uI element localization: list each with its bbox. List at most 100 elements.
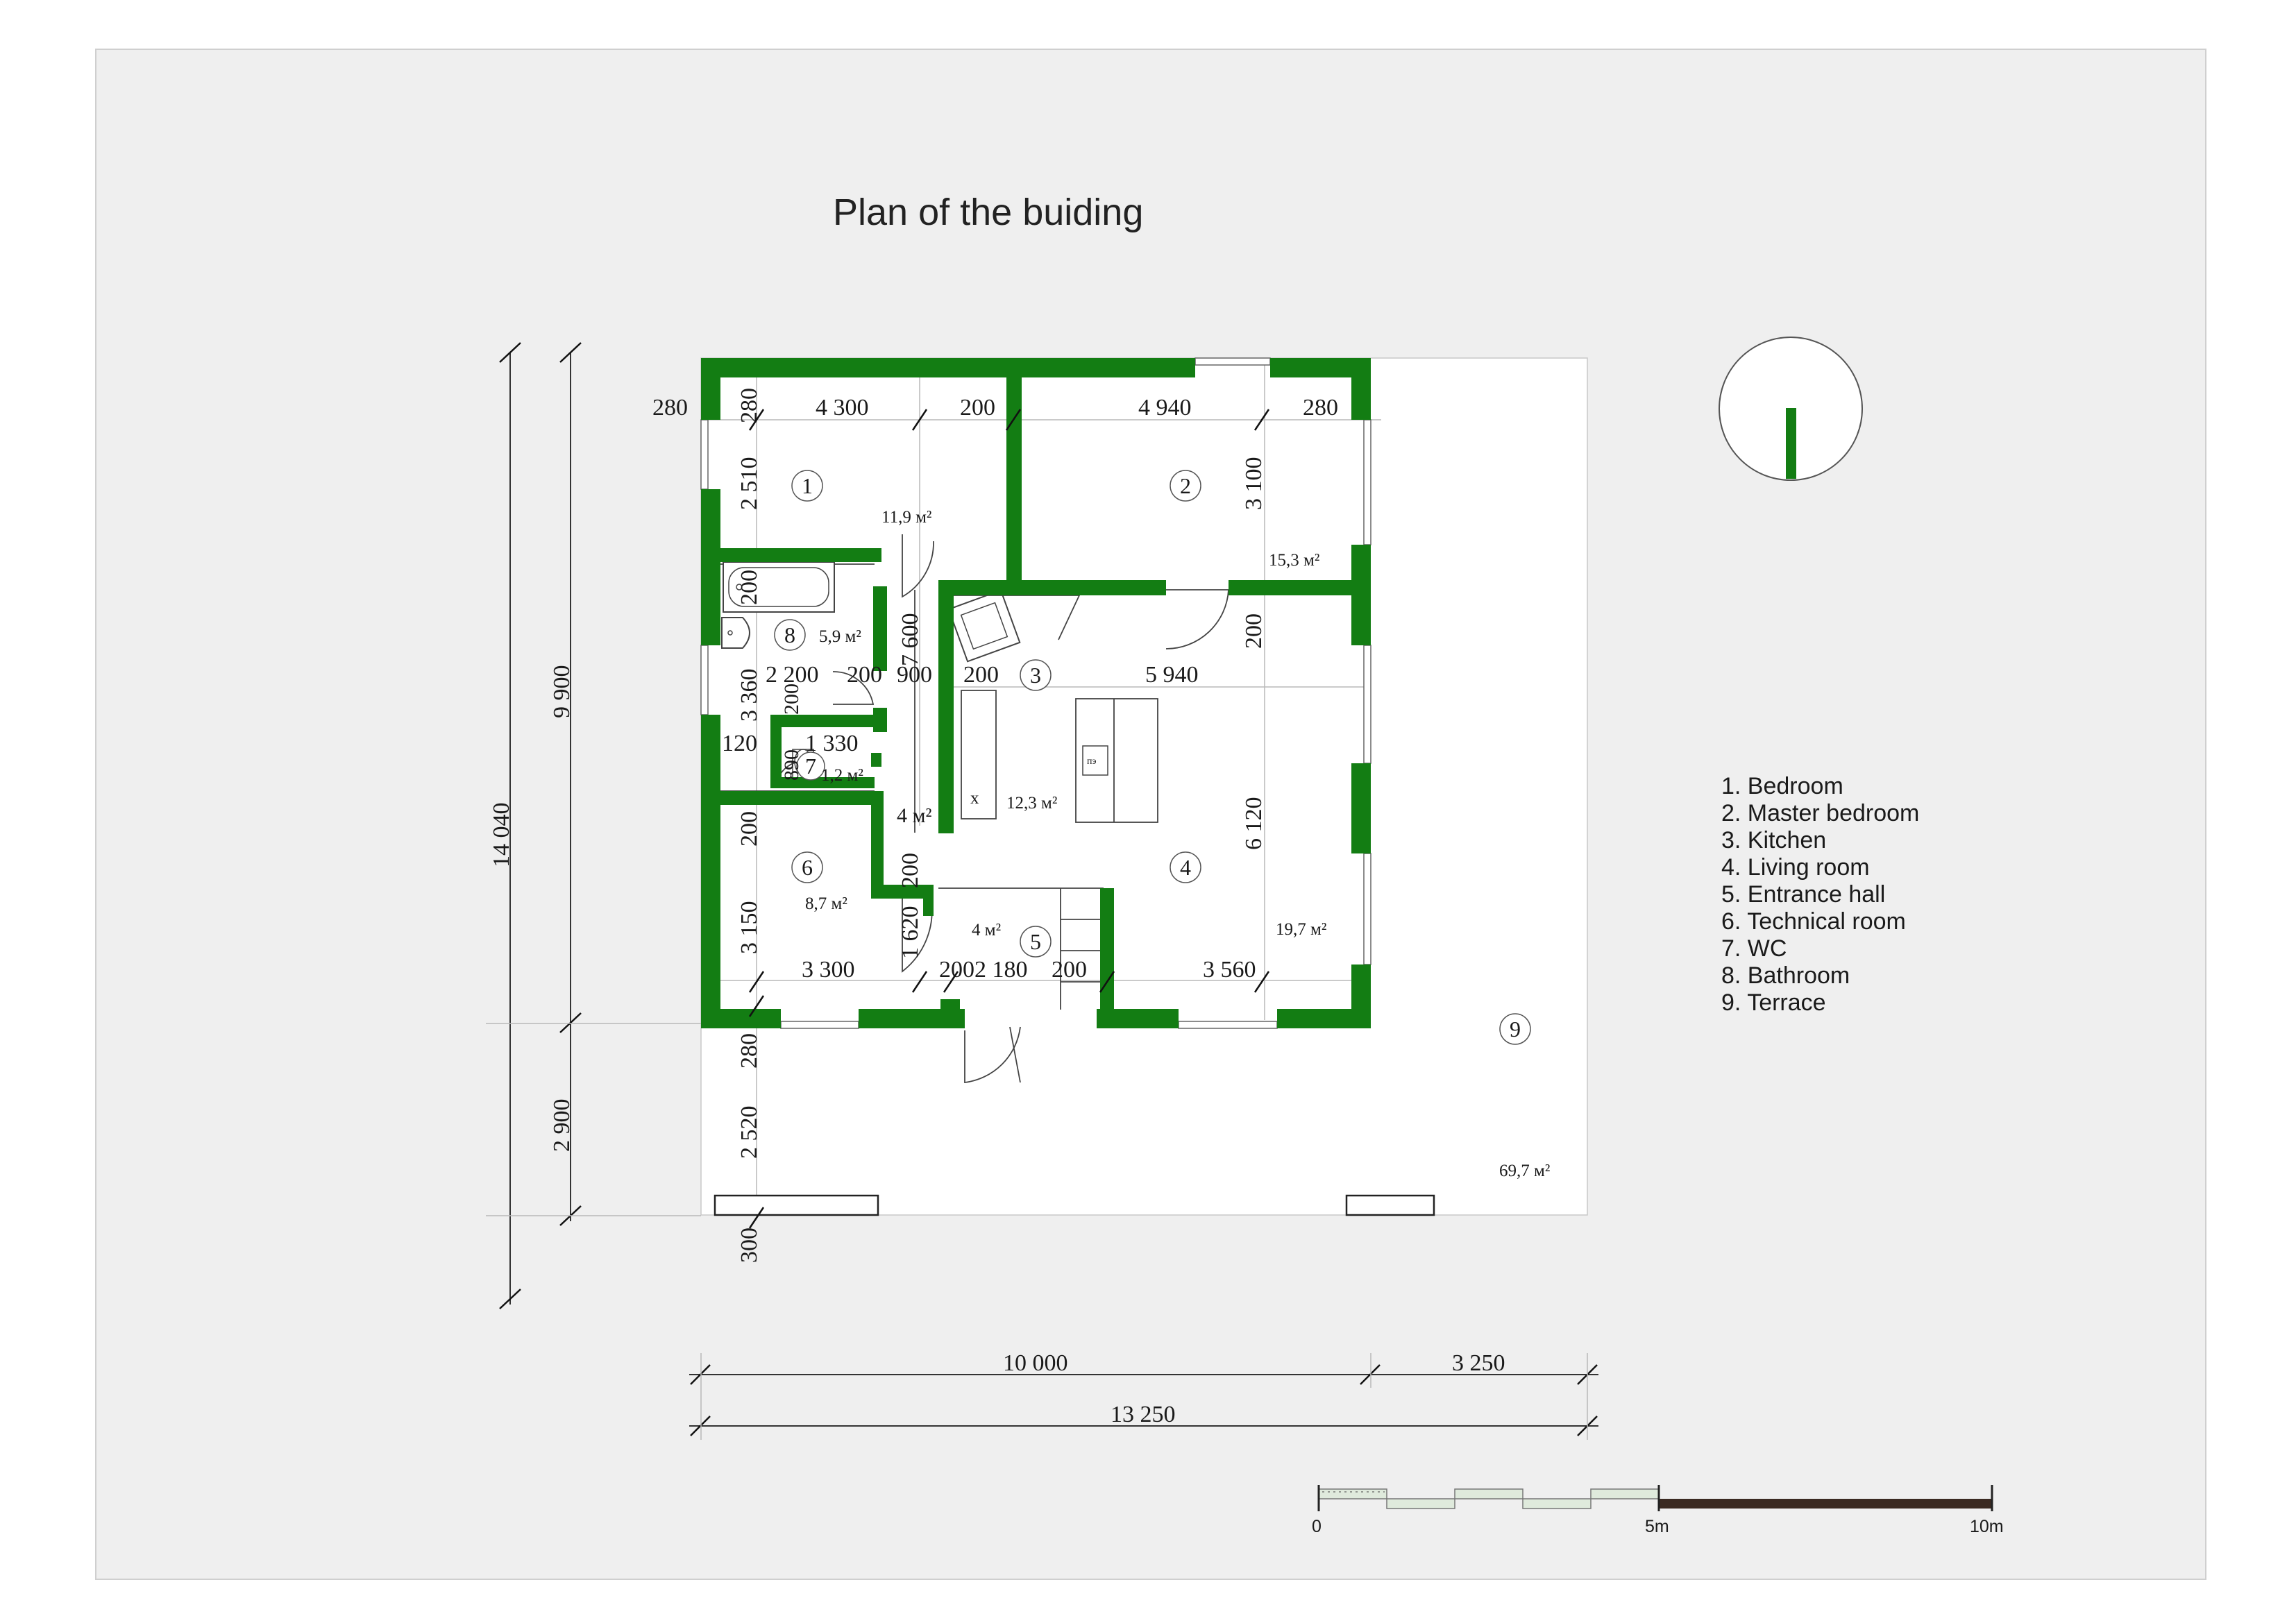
room-5-number: 5	[1030, 929, 1041, 954]
kitchen-island: пэ	[1075, 698, 1158, 823]
dim-300: 300	[736, 1227, 762, 1263]
room-8-number: 8	[784, 622, 795, 647]
dim-2510: 2 510	[736, 457, 762, 511]
outer-horizontal-dimensions: 10 000 3 250 13 250	[689, 1350, 1598, 1440]
room-7-number: 7	[805, 754, 816, 779]
room-7: 7 1,2 м²	[796, 751, 863, 785]
room-4-number: 4	[1180, 855, 1191, 880]
dim-1330: 1 330	[805, 731, 859, 756]
dim-3560: 3 560	[1203, 957, 1256, 983]
dim-200-bath-right: 200	[847, 662, 882, 688]
room-2-area: 15,3 м²	[1269, 551, 1319, 570]
dim-3360: 3 360	[736, 669, 762, 722]
room-6-area: 8,7 м²	[805, 894, 847, 913]
room-6-number: 6	[802, 855, 813, 880]
bathtub	[723, 561, 835, 613]
dim-4940: 4 940	[1138, 395, 1192, 420]
plan-title: Plan of the buiding	[833, 192, 1143, 233]
legend-item: 9. Terrace	[1721, 989, 1826, 1016]
dim-13250: 13 250	[1111, 1402, 1176, 1427]
room-3-area: 12,3 м²	[1006, 794, 1057, 813]
dim-1620: 1 620	[897, 906, 923, 960]
dim-2200: 2 200	[766, 662, 819, 688]
room-labels: 1 11,9 м² 2 15,3 м² 3 12,3 м² 4 19,7 м² …	[774, 470, 1550, 1180]
room-7-area: 1,2 м²	[821, 766, 863, 785]
room-1-number: 1	[802, 473, 813, 498]
dim-3250: 3 250	[1452, 1350, 1505, 1376]
room-8: 8 5,9 м²	[774, 619, 861, 651]
legend-item: 4. Living room	[1721, 854, 1870, 881]
outer-vertical-dimensions: 14 040 9 900 2 900	[486, 342, 701, 1309]
dim-280-terrace: 280	[736, 1033, 762, 1069]
dim-280-left: 280	[652, 395, 688, 420]
dim-890: 890	[780, 749, 803, 781]
room-1: 1 11,9 м²	[791, 470, 931, 527]
room-3-number: 3	[1030, 663, 1041, 688]
legend-item: 8. Bathroom	[1721, 962, 1850, 989]
dim-4300: 4 300	[816, 395, 869, 420]
dim-200-hall: 200	[897, 853, 923, 888]
dim-10000: 10 000	[1003, 1350, 1068, 1376]
wall-ticks	[748, 409, 1270, 1229]
scale-label-0: 0	[1312, 1517, 1322, 1536]
room-5-area: 4 м²	[972, 921, 1001, 940]
legend-item: 1. Bedroom	[1721, 773, 1843, 799]
room-6: 6 8,7 м²	[791, 851, 847, 913]
legend-item: 3. Kitchen	[1721, 827, 1826, 853]
legend-item: 2. Master bedroom	[1721, 800, 1919, 826]
dim-7600: 7 600	[897, 613, 923, 667]
room-4-area: 19,7 м²	[1276, 920, 1326, 939]
scale-bar: 0 5m 10m	[1312, 1485, 2004, 1536]
dim-3150: 3 150	[736, 901, 762, 955]
scale-label-10m: 10m	[1970, 1517, 2004, 1536]
dim-5940: 5 940	[1145, 662, 1199, 688]
walls	[701, 358, 1371, 1028]
dim-2900: 2 900	[549, 1099, 575, 1153]
door-master-bedroom	[1165, 589, 1229, 649]
dim-200-kitchen: 200	[963, 662, 999, 688]
room-9-area: 69,7 м²	[1499, 1162, 1550, 1180]
sink-label: x	[970, 789, 979, 808]
grid-lines	[701, 364, 1381, 1207]
room-4: 4 19,7 м²	[1170, 851, 1326, 939]
legend-item: 6. Technical room	[1721, 908, 1906, 935]
washbasin	[721, 617, 750, 649]
dim-9900: 9 900	[549, 665, 575, 719]
room-3: 3 12,3 м²	[1006, 659, 1057, 813]
door-bathroom	[832, 671, 875, 705]
room-9-number: 9	[1510, 1017, 1521, 1042]
room-8-area: 5,9 м²	[819, 627, 861, 646]
scale-label-5m: 5m	[1645, 1517, 1669, 1536]
north-compass-icon	[1719, 337, 1863, 481]
dim-3100: 3 100	[1241, 457, 1267, 511]
stove-label: пэ	[1087, 756, 1097, 767]
room-1-area: 11,9 м²	[881, 508, 931, 527]
door-entrance	[964, 1026, 1021, 1084]
windows	[700, 357, 1435, 1216]
room-2-number: 2	[1180, 473, 1191, 498]
dim-900: 900	[897, 662, 932, 688]
dim-3300: 3 300	[802, 957, 855, 983]
dim-2520: 2 520	[736, 1106, 762, 1159]
room-2: 2 15,3 м²	[1170, 470, 1319, 570]
legend-item: 7. WC	[1721, 935, 1787, 962]
kitchen-counter: x	[947, 589, 1081, 819]
interior-dimensions: 280 280 4 300 200 4 940 280 2 510 3 100 …	[652, 388, 1338, 1263]
room-legend: 1. Bedroom 2. Master bedroom 3. Kitchen …	[1721, 773, 1919, 1016]
room-5: 5 4 м²	[972, 921, 1052, 958]
legend-item: 5. Entrance hall	[1721, 881, 1885, 908]
dim-200-wc-top: 200	[780, 683, 803, 715]
dim-120: 120	[722, 731, 757, 756]
dim-280-right: 280	[1303, 395, 1338, 420]
dim-200-master: 200	[1241, 613, 1267, 649]
dim-200-top: 200	[960, 395, 995, 420]
room-9: 9 69,7 м²	[1499, 1013, 1550, 1180]
door-bedroom-1	[902, 534, 934, 598]
corridor-area: 4 м²	[897, 804, 931, 827]
dim-200-bath: 200	[736, 570, 762, 605]
dim-200-tech: 200	[736, 811, 762, 847]
dim-14040: 14 040	[489, 803, 514, 868]
dim-6120: 6 120	[1241, 797, 1267, 851]
dim-200-hall-bottom: 200	[1052, 957, 1087, 983]
